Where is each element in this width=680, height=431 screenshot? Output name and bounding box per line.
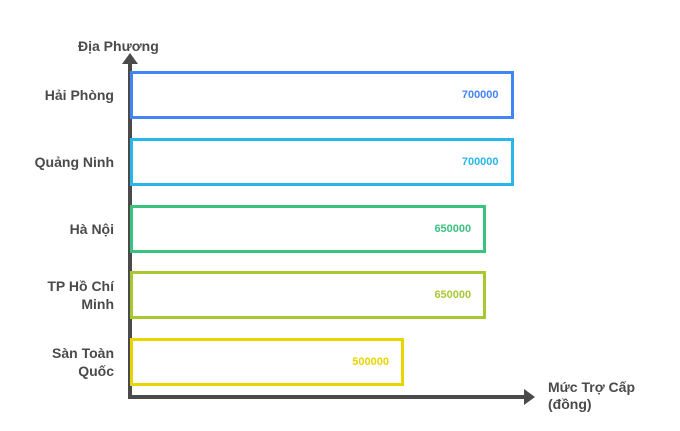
x-axis-title-line2: (đồng) <box>548 396 592 412</box>
bar-value-label: 700000 <box>461 89 499 102</box>
bar[interactable]: 700000 <box>130 71 514 120</box>
bar-value-label: 700000 <box>461 155 499 168</box>
bar[interactable]: 500000 <box>130 337 404 386</box>
category-label: Hà Nội <box>0 220 114 238</box>
bar[interactable]: 650000 <box>130 271 487 320</box>
x-axis-arrow-icon <box>524 389 535 405</box>
category-label-line2: Minh <box>81 296 114 313</box>
bar-value-label: 500000 <box>352 355 389 368</box>
bar-value-label: 650000 <box>434 222 472 235</box>
bar[interactable]: 650000 <box>130 204 487 253</box>
y-axis-title: Địa Phương <box>78 38 159 54</box>
bar[interactable]: 700000 <box>130 137 514 186</box>
category-label-line1: Hải Phòng <box>44 87 114 104</box>
bar-row: 700000 Hải Phòng <box>45 71 530 120</box>
category-label-line2: Quốc <box>78 362 114 379</box>
bar-row: 700000 Quảng Ninh <box>35 137 530 186</box>
x-axis-title-line1: Mức Trợ Cấp <box>548 379 635 395</box>
category-label-line1: Hà Nội <box>69 220 114 237</box>
category-label-line1: Sàn Toàn <box>52 344 114 361</box>
category-label: Quảng Ninh <box>0 153 114 171</box>
x-axis-title: Mức Trợ Cấp (đồng) <box>548 379 676 413</box>
category-label-line1: TP Hồ Chí <box>47 278 114 295</box>
y-axis-arrow-icon <box>122 53 138 64</box>
category-label: Hải Phòng <box>0 86 114 104</box>
bar-row: 650000 Hà Nội <box>70 204 530 253</box>
x-axis-line <box>128 395 528 399</box>
category-label-line1: Quảng Ninh <box>34 153 114 170</box>
bar-value-label: 650000 <box>434 289 472 302</box>
